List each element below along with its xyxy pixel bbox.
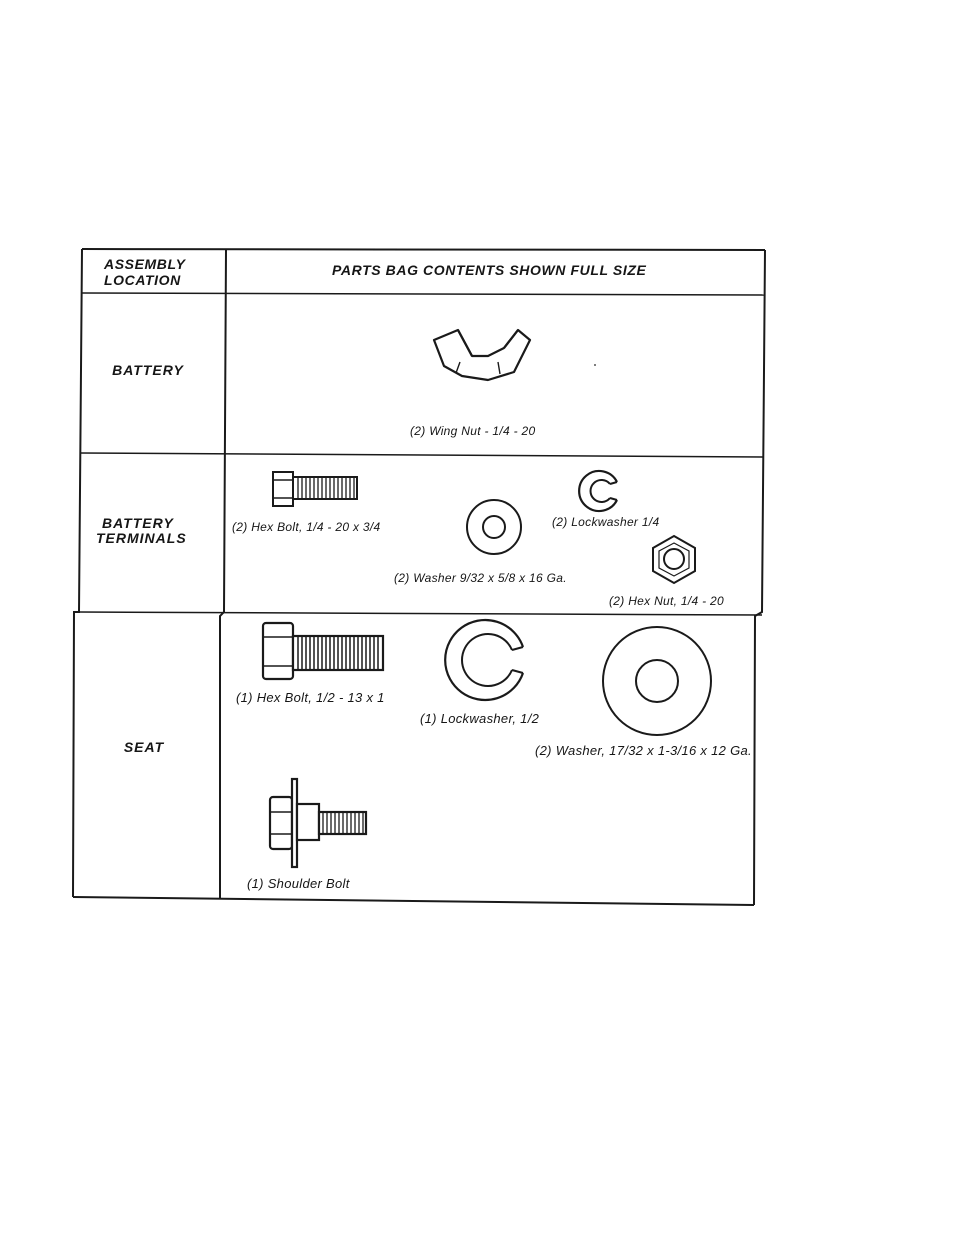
terminals-row-divider — [77, 611, 763, 616]
table-left-border — [72, 248, 83, 898]
location-terminals-line-2: TERMINALS — [96, 530, 187, 546]
header-location-line-1: ASSEMBLY — [104, 256, 186, 272]
caption-lockwasher-large: (1) Lockwasher, 1/2 — [420, 711, 540, 726]
location-terminals-line-1: BATTERY — [102, 515, 174, 531]
header-row-divider — [81, 292, 766, 296]
header-contents: PARTS BAG CONTENTS SHOWN FULL SIZE — [332, 262, 647, 278]
battery-row-divider — [79, 452, 764, 458]
location-seat-line-1: SEAT — [123, 739, 165, 755]
column-divider — [219, 249, 227, 898]
caption-lockwasher-small: (2) Lockwasher 1/4 — [552, 515, 660, 529]
caption-hex-bolt-small: (2) Hex Bolt, 1/4 - 20 x 3/4 — [232, 520, 381, 534]
caption-hex-nut: (2) Hex Nut, 1/4 - 20 — [609, 594, 725, 608]
caption-washer-small: (2) Washer 9/32 x 5/8 x 16 Ga. — [394, 571, 567, 585]
location-battery: BATTERY — [104, 362, 192, 378]
location-battery-line-1: BATTERY — [112, 362, 184, 378]
header-location: ASSEMBLY LOCATION — [104, 256, 186, 288]
caption-wing-nut: (2) Wing Nut - 1/4 - 20 — [410, 424, 536, 438]
caption-shoulder-bolt: (1) Shoulder Bolt — [247, 876, 350, 891]
location-battery-terminals: BATTERY TERMINALS — [96, 516, 187, 546]
header-location-line-2: LOCATION — [104, 272, 181, 288]
table-right-border — [753, 249, 766, 906]
caption-washer-large: (2) Washer, 17/32 x 1-3/16 x 12 Ga. — [535, 743, 752, 758]
location-seat: SEAT — [112, 739, 176, 755]
table-top-border — [81, 248, 766, 251]
table-bottom-border — [72, 896, 755, 906]
caption-hex-bolt-large: (1) Hex Bolt, 1/2 - 13 x 1 — [236, 690, 385, 705]
